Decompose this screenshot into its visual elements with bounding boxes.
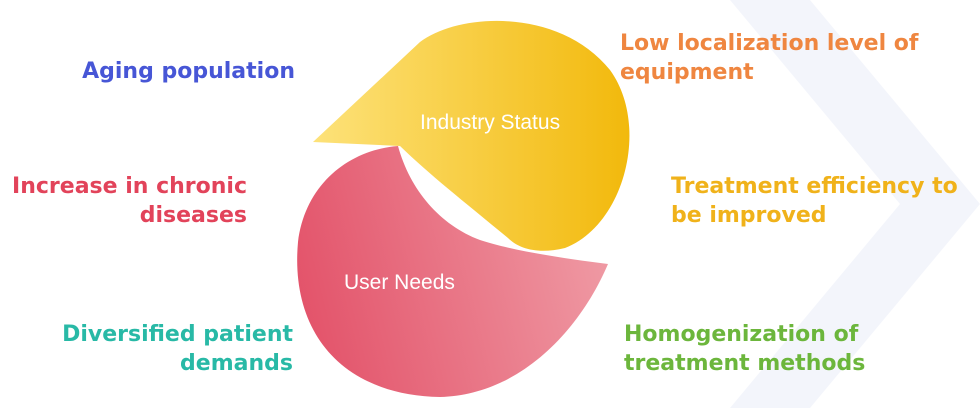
- right-item-efficiency: Treatment efficiency to be improved: [671, 174, 958, 228]
- left-item-aging-population: Aging population: [82, 59, 295, 84]
- user-needs-label: User Needs: [344, 271, 455, 294]
- user-needs-shape: [297, 146, 608, 397]
- right-item-localization: Low localization level of equipment: [620, 31, 919, 85]
- industry-status-shape: [313, 20, 630, 251]
- right-item-homogenization: Homogenization of treatment methods: [624, 322, 866, 376]
- industry-status-label: Industry Status: [420, 111, 561, 134]
- left-item-patient-demands: Diversified patient demands: [62, 322, 293, 376]
- left-item-chronic-diseases: Increase in chronic diseases: [12, 174, 247, 228]
